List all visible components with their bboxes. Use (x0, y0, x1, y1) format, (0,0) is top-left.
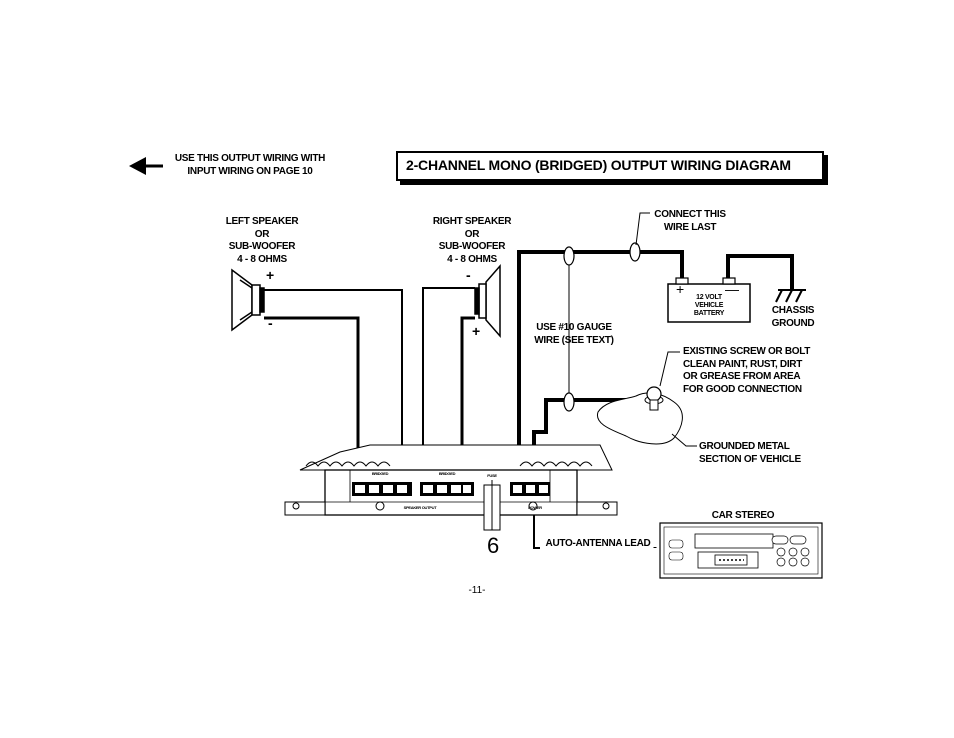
left-speaker-icon (231, 268, 265, 332)
connect-last-line2: WIRE LAST (663, 221, 717, 233)
connect-last-label: CONNECT THIS WIRE LAST (645, 209, 735, 234)
page-title: 2-CHANNEL MONO (BRIDGED) OUTPUT WIRING D… (406, 157, 791, 173)
gauge-label: USE #10 GAUGE WIRE (SEE TEXT) (524, 322, 624, 347)
speaker-wires (264, 287, 475, 485)
grounded-metal-icon (596, 386, 683, 445)
car-stereo-label: CAR STEREO (711, 510, 775, 521)
left-speaker-line4: 4 - 8 OHMS (237, 253, 287, 265)
battery-line2: VEHICLE (694, 302, 724, 309)
left-speaker-label: LEFT SPEAKER OR SUB-WOOFER 4 - 8 OHMS (212, 216, 312, 266)
battery-icon (667, 277, 751, 323)
page-number: -11- (468, 585, 486, 596)
screw-note-line2: CLEAN PAINT, RUST, DIRT (683, 358, 803, 370)
car-stereo-icon (659, 522, 823, 579)
screw-note-line1: EXISTING SCREW OR BOLT (683, 346, 811, 357)
right-speaker-line4: 4 - 8 OHMS (447, 253, 497, 265)
chassis-line2: GROUND (771, 317, 815, 329)
fuse-number: 6 (487, 533, 499, 558)
grounded-leader (671, 433, 697, 447)
amp-fuse-label: FUSE (487, 473, 497, 478)
screw-note-line4: FOR GOOD CONNECTION (683, 383, 802, 395)
gauge-line2: WIRE (SEE TEXT) (534, 334, 614, 346)
battery-label: 12 VOLT VEHICLE BATTERY (670, 294, 748, 318)
amp-bridged-label-2: BRIDGED (438, 471, 456, 476)
connect-last-line1: CONNECT THIS (654, 209, 726, 220)
right-speaker-plus: + (472, 323, 481, 339)
screw-note-line3: OR GREASE FROM AREA (683, 371, 801, 382)
right-speaker-line1: RIGHT SPEAKER (432, 216, 512, 227)
antenna-label: AUTO-ANTENNA LEAD (545, 538, 651, 549)
chassis-label: CHASSIS GROUND (760, 305, 826, 330)
left-speaker-line3: SUB-WOOFER (228, 241, 296, 252)
back-arrow-icon[interactable] (129, 157, 163, 175)
right-speaker-line2: OR (464, 228, 480, 240)
left-speaker-line2: OR (254, 228, 270, 240)
grounded-line1: GROUNDED METAL (699, 441, 790, 452)
right-speaker-icon (474, 264, 501, 338)
battery-line1: 12 VOLT (696, 294, 722, 301)
battery-line3: BATTERY (693, 310, 725, 317)
screw-note-label: EXISTING SCREW OR BOLT CLEAN PAINT, RUST… (683, 346, 833, 396)
title-box: 2-CHANNEL MONO (BRIDGED) OUTPUT WIRING D… (396, 151, 824, 181)
amp-power-label: POWER (528, 505, 542, 510)
right-speaker-minus: - (466, 267, 471, 283)
right-speaker-line3: SUB-WOOFER (438, 241, 506, 252)
nav-note[interactable]: USE THIS OUTPUT WIRING WITH INPUT WIRING… (160, 153, 340, 178)
battery-plus: + (676, 281, 685, 297)
chassis-line1: CHASSIS (771, 305, 815, 316)
amplifier-icon (284, 444, 618, 531)
amp-speaker-output-label: SPEAKER OUTPUT (403, 505, 437, 510)
left-speaker-line1: LEFT SPEAKER (225, 216, 299, 227)
grounded-line2: SECTION OF VEHICLE (699, 453, 801, 465)
right-speaker-label: RIGHT SPEAKER OR SUB-WOOFER 4 - 8 OHMS (422, 216, 522, 266)
wire-break-marks (563, 242, 641, 412)
nav-note-line1: USE THIS OUTPUT WIRING WITH (174, 153, 326, 164)
grounded-label: GROUNDED METAL SECTION OF VEHICLE (699, 441, 829, 466)
amp-bridged-label-1: BRIDGED (371, 471, 389, 476)
nav-note-line2: INPUT WIRING ON PAGE 10 (187, 165, 313, 177)
screw-note-leader (659, 351, 680, 387)
chassis-ground-icon (775, 289, 806, 303)
left-speaker-plus: + (266, 267, 275, 283)
battery-minus: — (725, 281, 739, 297)
connect-last-leader (635, 212, 650, 246)
gauge-line1: USE #10 GAUGE (536, 322, 612, 333)
left-speaker-minus: - (268, 315, 273, 331)
